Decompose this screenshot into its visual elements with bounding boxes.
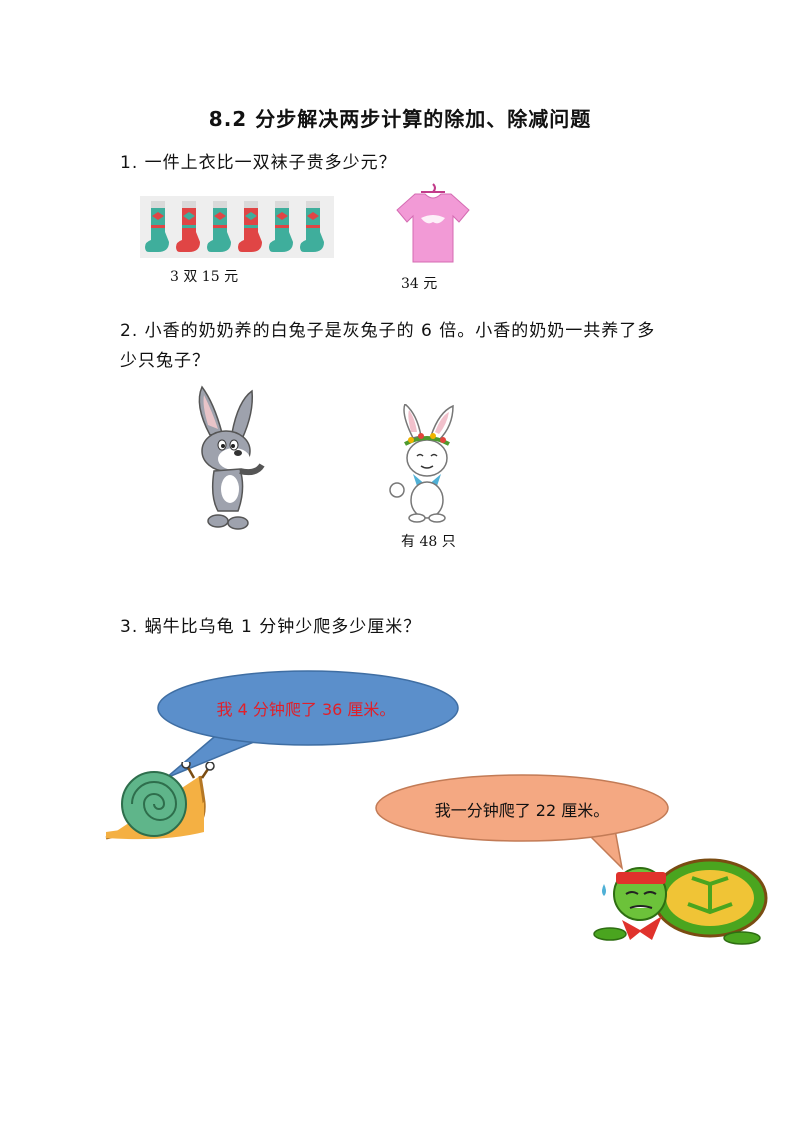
snail-speech-text: 我 4 分钟爬了 36 厘米。	[216, 700, 396, 719]
turtle-speech-bubble	[375, 774, 669, 871]
white-rabbit-icon	[389, 404, 454, 523]
shirt-icon	[396, 183, 470, 263]
question-2-line-2: 少只兔子？	[120, 351, 210, 371]
turtle-icon	[593, 858, 768, 945]
question-2-line-1: 2. 小香的奶奶养的白兔子是灰兔子的 6 倍。小香的奶奶一共养了多	[120, 321, 656, 341]
shirt-price-caption: 34 元	[401, 276, 438, 292]
grey-rabbit-icon	[198, 385, 265, 530]
page-title: 8.2 分步解决两步计算的除加、除减问题	[208, 107, 592, 131]
socks-price-caption: 3 双 15 元	[170, 269, 239, 285]
white-rabbit-caption: 有 48 只	[401, 534, 456, 550]
socks-image	[140, 196, 334, 258]
sock-icon	[238, 201, 262, 252]
sock-icon	[207, 201, 231, 252]
question-1-text: 1. 一件上衣比一双袜子贵多少元？	[120, 153, 397, 173]
sock-icon	[269, 201, 293, 252]
sock-icon	[145, 201, 169, 252]
sock-icon	[300, 201, 324, 252]
turtle-speech-text: 我一分钟爬了 22 厘米。	[434, 801, 610, 820]
snail-icon	[105, 762, 215, 840]
sock-icon	[176, 201, 200, 252]
question-3-text: 3. 蜗牛比乌龟 1 分钟少爬多少厘米？	[120, 617, 422, 637]
